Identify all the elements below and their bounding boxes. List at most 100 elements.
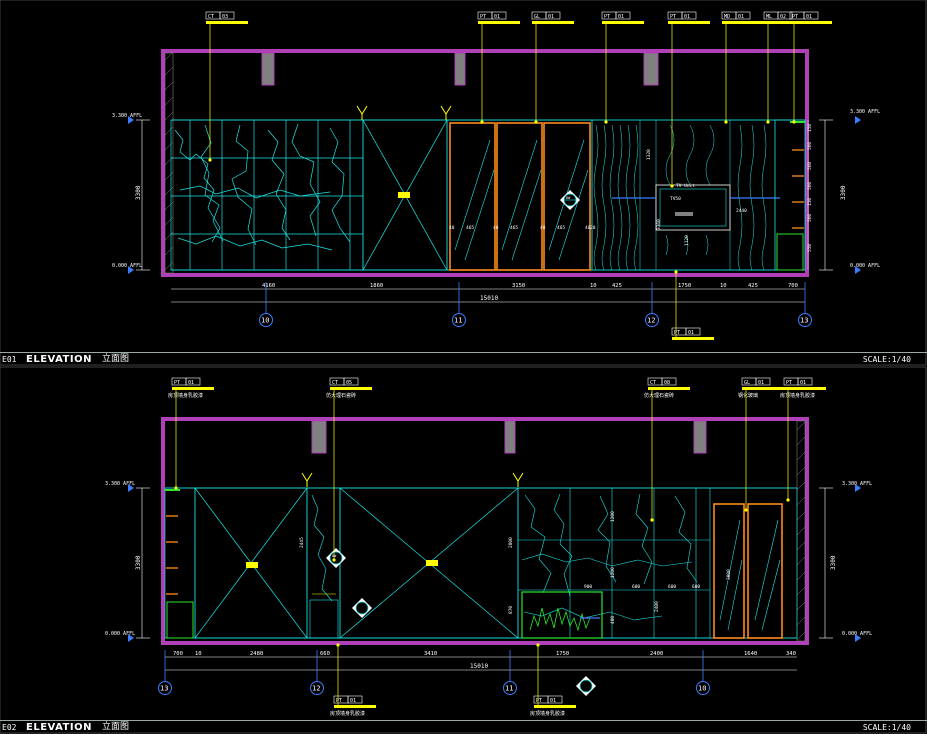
- e02-tag-bottom-0-underline: [334, 705, 376, 708]
- e01-tag-4-box2: [681, 11, 697, 20]
- beam: [693, 420, 707, 454]
- e02-dim-6: 2400: [650, 651, 663, 657]
- e02-dim-8: 340: [786, 651, 796, 657]
- e01-right-dim-5: 560: [807, 214, 813, 222]
- e01-tag-0-num: 03: [222, 14, 228, 20]
- e01-section-tag-text: DW: [566, 196, 571, 200]
- drawing-scale: SCALE:1/40: [862, 723, 911, 732]
- e02-tag-bottom-1-note: 房顶墙身乳胶漆: [530, 710, 565, 717]
- e02-tag-4-dot: [786, 498, 790, 502]
- e02-dim-5: 1750: [556, 651, 569, 657]
- wall-right: [805, 49, 809, 277]
- drawing-title-cn: 立面图: [102, 722, 130, 732]
- e01-tag-0-code: CT: [208, 14, 214, 20]
- wall-left: [161, 417, 165, 645]
- level-top-label: 3.300 AFFL: [850, 109, 880, 115]
- e02-tag-bottom-0-code: PT: [336, 698, 342, 704]
- e01-tag-0-underline: [206, 21, 248, 24]
- elevation-e01: [0, 0, 927, 366]
- e01-axis-label-3: 13: [800, 317, 808, 325]
- e01-tag-5-code: MD: [724, 14, 730, 20]
- e02-inner-label-1: 2800: [508, 537, 514, 548]
- elevation-e02: [0, 366, 927, 734]
- e01-tag-bottom-num: 01: [688, 330, 694, 336]
- e02-inner-label-3: 1200: [610, 567, 616, 578]
- e02-tag-1-code: CT: [332, 380, 338, 386]
- e01-panel-dim-2: 40: [493, 225, 499, 231]
- e01-panel-dim-0: 40: [449, 225, 455, 231]
- e02-axis-bubble-3: [696, 681, 710, 695]
- e01-tag-2-num: 01: [548, 14, 554, 20]
- e01-tag-2-underline: [532, 21, 574, 24]
- e02-dim-3: 660: [320, 651, 330, 657]
- e02-tag-bottom-0-note: 房顶墙身乳胶漆: [330, 710, 365, 717]
- height-dim: 3300: [135, 185, 142, 200]
- e01-tag-bottom-underline: [672, 337, 714, 340]
- e01-tag-3-dot: [604, 120, 608, 124]
- e02-dim-0: 700: [173, 651, 183, 657]
- overall-dim: 15010: [470, 663, 488, 670]
- e01-inner-label-4: 1120: [684, 235, 690, 246]
- e01-axis-bubble-0: [259, 313, 273, 327]
- e02-tag-bottom-1-underline: [534, 705, 576, 708]
- e01-panel-dim-7: 20: [590, 225, 596, 231]
- title-bar-e02: E02 ELEVATION 立面图 SCALE:1/40: [0, 720, 927, 734]
- e01-dim-6: 10: [720, 283, 727, 289]
- e01-dim-2: 3150: [512, 283, 525, 289]
- e01-panel-dim-6: 40: [585, 225, 591, 231]
- e01-axis-label-2: 12: [647, 317, 655, 325]
- level-top-label: 3.300 AFFL: [842, 481, 872, 487]
- e02-inner-label-6: 600: [668, 584, 676, 590]
- e01-tag-6-box2: [777, 11, 793, 20]
- level-bottom-label: 0.000 AFFL: [105, 631, 135, 637]
- e02-tag-4-num: 01: [800, 380, 806, 386]
- e01-tag-4-num: 01: [684, 14, 690, 20]
- floor-slab: [161, 273, 809, 277]
- e01-right-dim-0: 150: [807, 124, 813, 132]
- e02-axis-bubble-2: [503, 681, 517, 695]
- e01-tag-3-code: PT: [604, 14, 610, 20]
- e02-inner-label-2: 1200: [610, 511, 616, 522]
- e01-panel-dim-4: 40: [540, 225, 546, 231]
- wall-left: [161, 49, 165, 277]
- height-dim: 3300: [135, 555, 142, 570]
- e01-inner-label-1: TV50: [670, 196, 681, 202]
- e02-axis-label-1: 12: [312, 685, 320, 693]
- e02-tag-2-num: 08: [664, 380, 670, 386]
- e02-tag-1-note: 仿大理石瓷砖: [326, 392, 356, 399]
- e02-inner-label-9: 2400: [654, 601, 660, 612]
- e01-tag-2-dot: [534, 120, 538, 124]
- e01-panel-dim-1: 465: [466, 225, 474, 231]
- e01-axis-bubble-3: [798, 313, 812, 327]
- overall-dim: 15010: [480, 295, 498, 302]
- e01-axis-label-0: 10: [261, 317, 269, 325]
- e01-axis-bubble-2: [645, 313, 659, 327]
- e02-inner-label-0: 2445: [299, 537, 305, 548]
- e01-tag-2-code: GL: [534, 14, 540, 20]
- e02-tag-1-num: 05: [346, 380, 352, 386]
- e01-tag-5-underline: [722, 21, 764, 24]
- e01-tag-7-underline: [790, 21, 832, 24]
- e02-tag-bottom-1-box2: [547, 695, 563, 704]
- level-bottom-label: 0.000 AFFL: [850, 263, 880, 269]
- drawing-title-cn: 立面图: [102, 354, 130, 364]
- e02-inner-label-7: 600: [692, 584, 700, 590]
- marble-wall-panel: [170, 119, 364, 271]
- e02-tag-3-num: 01: [758, 380, 764, 386]
- e02-tag-4-code: PT: [786, 380, 792, 386]
- e01-tag-6-dot: [766, 120, 770, 124]
- e02-axis-label-0: 13: [160, 685, 168, 693]
- beam: [311, 420, 327, 454]
- e02-dim-2: 2480: [250, 651, 263, 657]
- e02-tag-4-underline: [784, 387, 826, 390]
- e01-panel-dim-3: 465: [510, 225, 518, 231]
- e01-dim-4: 425: [612, 283, 622, 289]
- e01-panel-dim-5: 465: [557, 225, 565, 231]
- ceiling-slab: [161, 49, 809, 53]
- level-bottom-label: 0.000 AFFL: [842, 631, 872, 637]
- e02-tag-3-dot: [744, 508, 748, 512]
- e02-inner-label-10: 870: [508, 606, 514, 614]
- e02-axis-label-3: 10: [698, 685, 706, 693]
- e01-right-dim-3: 560: [807, 182, 813, 190]
